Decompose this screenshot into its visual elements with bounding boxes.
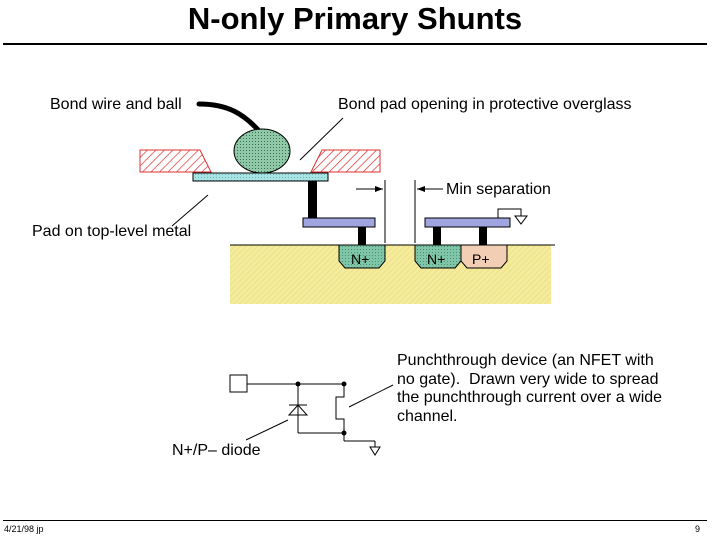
diode-label: N+/P– diode [172,442,261,459]
bond-ball [233,128,291,174]
footer-rule [3,520,707,521]
punchthrough-leader [348,384,394,408]
p-diffusion [460,244,508,269]
pad-metal-label: Pad on top-level metal [32,223,192,240]
schematic-pad-icon [229,374,248,393]
n-diffusion-1-label: N+ [351,251,369,267]
pad-opening-leader [299,117,344,161]
footer-date: 4/21/98 jp [4,524,44,534]
punchthrough-label: Punchthrough device (an NFET with no gat… [397,352,663,425]
contact-n1 [358,227,366,246]
overglass-right [310,149,381,173]
diode-symbol [287,404,309,416]
n-diffusion-1 [338,244,386,269]
contact-n2 [433,227,441,246]
overglass-left [139,149,212,173]
bond-wire [196,101,263,135]
metal-bar-left [302,217,376,228]
pad-via [308,181,317,218]
p-diffusion-label: P+ [472,251,490,267]
ground-symbol-cross-section [497,208,528,225]
bond-wire-label: Bond wire and ball [50,96,182,113]
title-rule [3,43,707,45]
pad-metal [192,172,329,182]
n-diffusion-2-label: N+ [427,251,445,267]
metal-bar-right [424,217,511,228]
pad-opening-label: Bond pad opening in protective overglass [338,96,632,113]
footer-page-number: 9 [695,524,701,534]
punchthrough-device-symbol [335,384,345,433]
slide-title: N-only Primary Shunts [187,1,523,36]
diode-leader [245,419,289,441]
pad-metal-leader [171,194,209,227]
ground-symbol-schematic [369,446,381,456]
min-separation-label: Min separation [446,181,551,198]
contact-p [479,227,487,246]
